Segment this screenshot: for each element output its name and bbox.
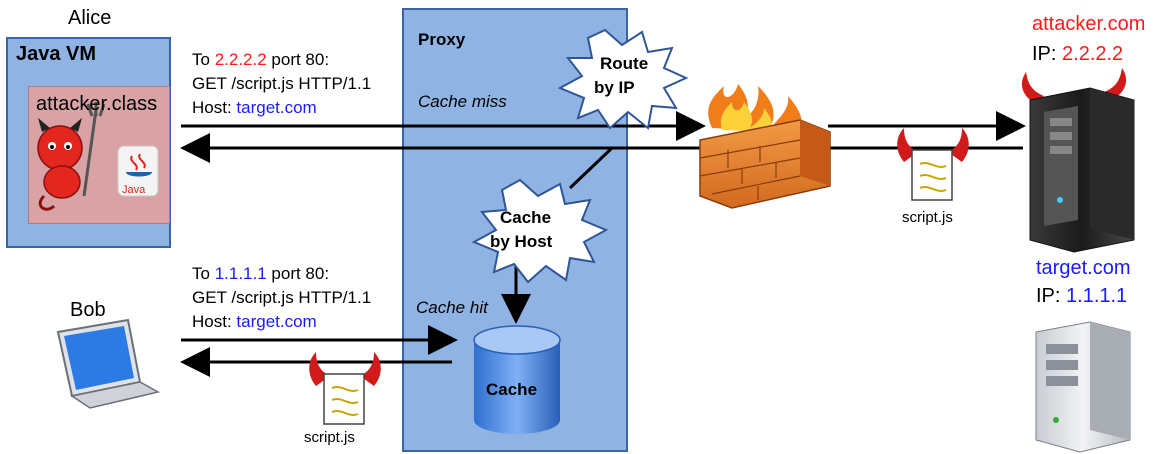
request-top-host-prefix: Host: [192,98,237,117]
route-burst-line2: by IP [594,78,635,97]
target-ip-prefix: IP: [1036,285,1067,307]
java-logo-text: Java [122,184,146,196]
devil-mascot-icon [37,102,106,211]
request-top-port: port 80: [266,50,330,69]
cache-burst-shape [471,178,609,284]
script-file-icon-top [897,128,969,201]
attacker-server-name: attacker.com [1032,13,1146,35]
route-burst-shape [557,28,689,130]
request-top-ip: 2.2.2.2 [214,50,267,69]
script-file-icon-bottom [309,352,381,425]
cache-label: Cache [486,380,538,399]
arrow-firewall-to-cache-burst [568,146,614,190]
attacker-server-ip-line: IP: 2.2.2.2 [1032,42,1123,66]
target-server-icon [1035,321,1131,453]
proxy-label: Proxy [418,30,466,49]
request-top-to-prefix: To [192,50,215,69]
target-server-ip-line: IP: 1.1.1.1 [1036,284,1127,308]
request-bottom-host: target.com [236,312,317,331]
route-burst-line1: Route [600,54,649,73]
request-bottom-host-line: Host: target.com [192,310,317,334]
cache-miss-label: Cache miss [418,92,507,111]
request-bottom-port: port 80: [266,264,330,283]
cache-hit-label: Cache hit [416,298,488,317]
laptop-icon [56,318,161,409]
request-bottom-to-line: To 1.1.1.1 port 80: [192,262,329,286]
target-ip: 1.1.1.1 [1066,285,1128,307]
request-bottom-host-prefix: Host: [192,312,237,331]
cache-burst-line2: by Host [490,232,553,251]
request-bottom-get-line: GET /script.js HTTP/1.1 [192,288,372,307]
alice-label: Alice [68,7,112,29]
java-logo-icon [117,145,159,197]
cache-cylinder [473,325,561,434]
request-top-to-line: To 2.2.2.2 port 80: [192,48,329,72]
attacker-ip-prefix: IP: [1032,43,1063,65]
request-bottom-ip: 1.1.1.1 [214,264,267,283]
request-top-get-line: GET /script.js HTTP/1.1 [192,74,372,93]
attacker-ip: 2.2.2.2 [1062,43,1124,65]
attacker-class-label: attacker.class [36,93,158,115]
java-vm-label: Java VM [16,43,97,65]
cache-burst-line1: Cache [500,208,552,227]
script-file-top-label: script.js [902,209,953,226]
script-file-bottom-label: script.js [304,429,355,446]
target-server-name: target.com [1036,257,1131,279]
request-top-host-line: Host: target.com [192,96,317,120]
request-top-host: target.com [236,98,317,117]
firewall-icon [699,84,831,209]
bob-label: Bob [70,299,106,321]
attacker-server-icon [1021,68,1135,253]
request-bottom-to-prefix: To [192,264,215,283]
